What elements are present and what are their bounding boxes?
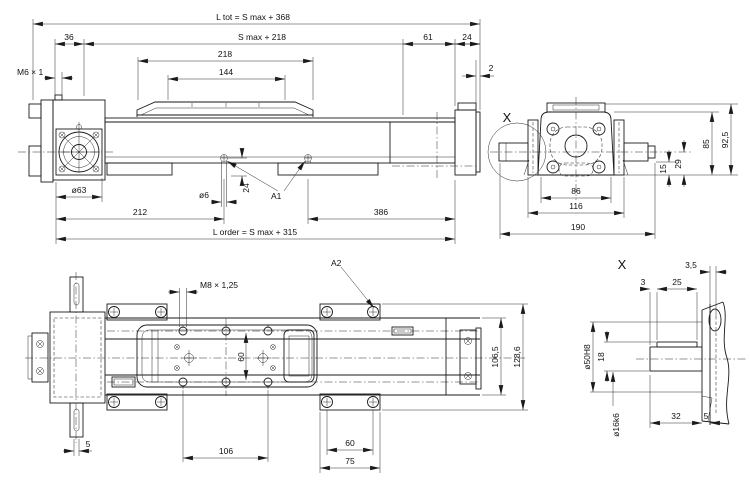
dim-61: 61 — [423, 32, 433, 42]
dim-5-key: 5 — [86, 439, 91, 449]
carriage-holes — [174, 325, 276, 389]
dim-m6: M6 × 1 — [17, 67, 43, 77]
dim-92-5: 92,5 — [720, 131, 730, 148]
dim-m8: M8 × 1,25 — [200, 280, 238, 290]
sensor-bracket — [391, 326, 414, 336]
label-x-marker: X — [503, 110, 512, 125]
dim-60-plate: 60 — [345, 438, 355, 448]
grease-screws — [220, 154, 312, 176]
dim-106: 106 — [219, 446, 233, 456]
lube-port — [54, 94, 63, 101]
dim-2: 2 — [489, 63, 494, 73]
side-view-dimensions — [32, 19, 494, 244]
label-a2: A2 — [331, 258, 342, 268]
dim-75: 75 — [345, 456, 355, 466]
dim-85: 85 — [701, 139, 711, 149]
mounting-plates — [106, 303, 381, 411]
dim-86: 86 — [571, 186, 581, 196]
dim-l-tot: L tot = S max + 368 — [216, 12, 290, 22]
dim-25: 25 — [672, 277, 682, 287]
flange-screws — [58, 131, 100, 173]
dim-l-order: L order = S max + 315 — [213, 227, 298, 237]
dim-24-top: 24 — [462, 32, 472, 42]
dim-29: 29 — [673, 159, 683, 169]
cover-clamp — [111, 376, 136, 388]
dim-18: 18 — [596, 352, 606, 362]
detail-x-outline — [590, 301, 746, 425]
dim-128-6: 128,6 — [512, 346, 522, 368]
dim-386: 386 — [374, 207, 388, 217]
plan-view-outline — [25, 272, 525, 443]
plan-view-dimensions — [63, 266, 528, 473]
dim-dia16k6: ø16k6 — [611, 413, 621, 437]
side-view-outline — [18, 94, 481, 183]
left-plate-screws — [36, 340, 44, 375]
detail-x-circle — [487, 122, 547, 182]
dim-60-carriage: 60 — [236, 352, 246, 362]
end-view-dimensions — [499, 103, 738, 239]
detail-x-view: X 3,5 3 25 ø50H8 18 ø16k6 32 5 — [582, 257, 746, 437]
detail-x-dimensions — [590, 266, 727, 428]
dim-smax-218: S max + 218 — [238, 32, 286, 42]
dim-3: 3 — [641, 277, 646, 287]
end-view-bolts — [546, 122, 606, 174]
dim-3-5: 3,5 — [685, 260, 697, 270]
label-a1: A1 — [271, 191, 282, 201]
plan-view: M8 × 1,25 A2 60 5 106 60 75 106,5 128,6 — [25, 258, 528, 473]
dim-144: 144 — [219, 67, 233, 77]
dim-15: 15 — [658, 164, 668, 174]
dim-24-screw: 24 — [241, 183, 251, 193]
dim-106-5: 106,5 — [490, 346, 500, 368]
label-x-detail-title: X — [618, 257, 627, 272]
dim-212: 212 — [133, 207, 147, 217]
dim-5-detail: 5 — [704, 411, 709, 421]
end-cap-screws — [464, 337, 472, 380]
dim-218: 218 — [218, 49, 232, 59]
dim-dia50h8: ø50H8 — [582, 344, 592, 370]
side-view: L tot = S max + 368 S max + 218 36 218 1… — [17, 12, 494, 244]
dim-32: 32 — [671, 411, 681, 421]
dim-dia6: ø6 — [199, 190, 209, 200]
dim-116: 116 — [569, 201, 583, 211]
dim-190: 190 — [571, 222, 585, 232]
end-view-outline — [487, 97, 691, 200]
dim-36: 36 — [64, 32, 74, 42]
end-view: X 15 29 85 92,5 86 116 190 — [487, 97, 738, 239]
dim-dia63: ø63 — [72, 185, 87, 195]
